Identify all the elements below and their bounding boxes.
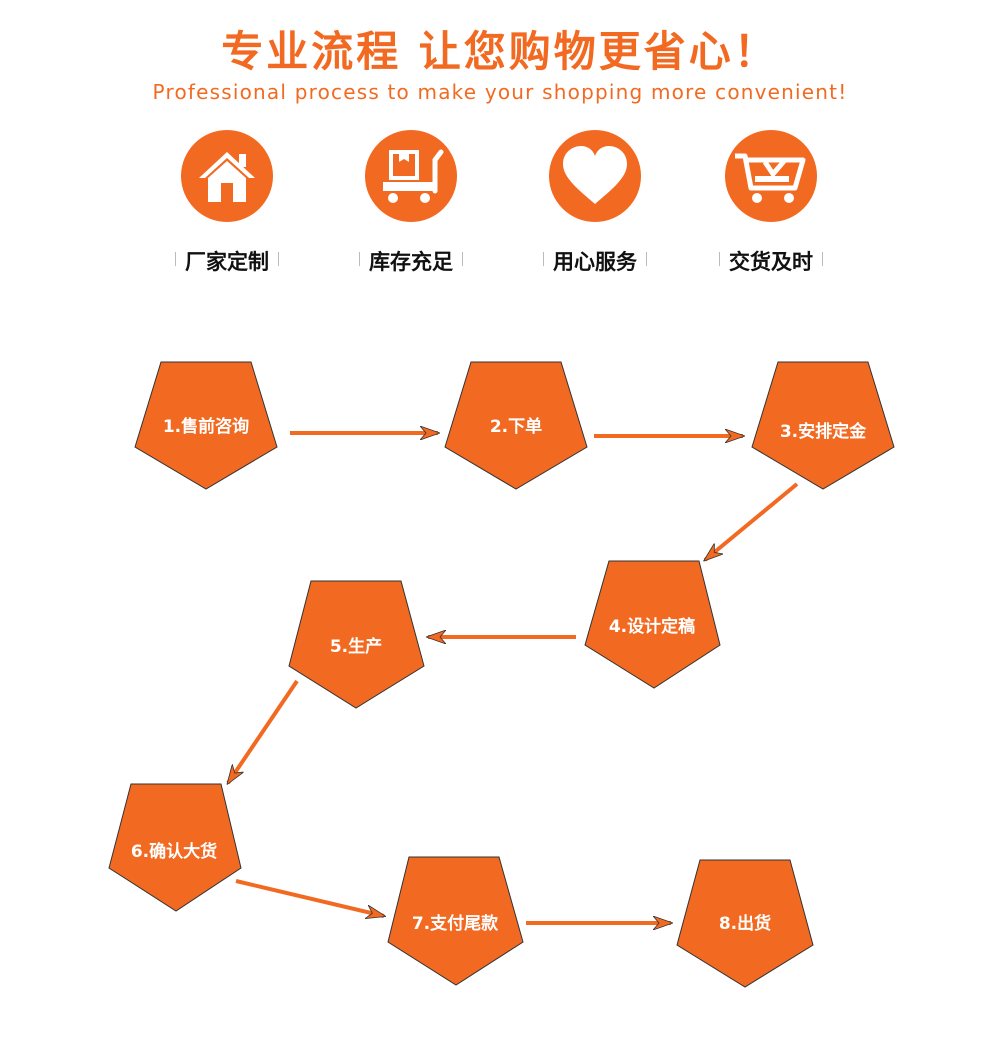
heart-icon bbox=[549, 130, 641, 222]
feature-stock: 库存充足 bbox=[321, 130, 501, 276]
step-label: 1.售前咨询 bbox=[163, 416, 249, 437]
step-8: 8.出货 bbox=[676, 859, 814, 988]
arrow-3-to-4 bbox=[705, 482, 799, 560]
step-7: 7.支付尾款 bbox=[387, 856, 524, 986]
arrow-6-to-7 bbox=[235, 879, 384, 916]
feature-service: 用心服务 bbox=[505, 130, 685, 276]
step-5: 5.生产 bbox=[288, 580, 425, 709]
step-2: 2.下单 bbox=[444, 361, 588, 490]
step-label: 7.支付尾款 bbox=[412, 913, 499, 934]
feature-delivery: 交货及时 bbox=[681, 130, 861, 276]
page-title: 专业流程 让您购物更省心！ bbox=[221, 27, 779, 76]
step-label: 4.设计定稿 bbox=[609, 616, 695, 637]
step-label: 2.下单 bbox=[490, 416, 542, 437]
page-subtitle: Professional process to make your shoppi… bbox=[152, 80, 848, 104]
step-label: 6.确认大货 bbox=[131, 841, 217, 862]
shopping-cart-icon bbox=[725, 130, 817, 222]
house-icon bbox=[181, 130, 273, 222]
step-label: 3.安排定金 bbox=[780, 421, 867, 442]
feature-label: 交货及时 bbox=[719, 246, 823, 276]
step-label: 5.生产 bbox=[330, 636, 382, 657]
step-label: 8.出货 bbox=[719, 913, 771, 934]
warehouse-cart-icon bbox=[365, 130, 457, 222]
step-6: 6.确认大货 bbox=[108, 783, 242, 912]
feature-factory-custom: 厂家定制 bbox=[137, 130, 317, 276]
feature-label: 用心服务 bbox=[543, 246, 647, 276]
feature-label: 厂家定制 bbox=[175, 246, 279, 276]
step-3: 3.安排定金 bbox=[751, 361, 895, 490]
step-1: 1.售前咨询 bbox=[134, 361, 278, 490]
step-4: 4.设计定稿 bbox=[584, 560, 721, 689]
arrow-5-to-6 bbox=[228, 679, 299, 783]
feature-label: 库存充足 bbox=[359, 246, 463, 276]
